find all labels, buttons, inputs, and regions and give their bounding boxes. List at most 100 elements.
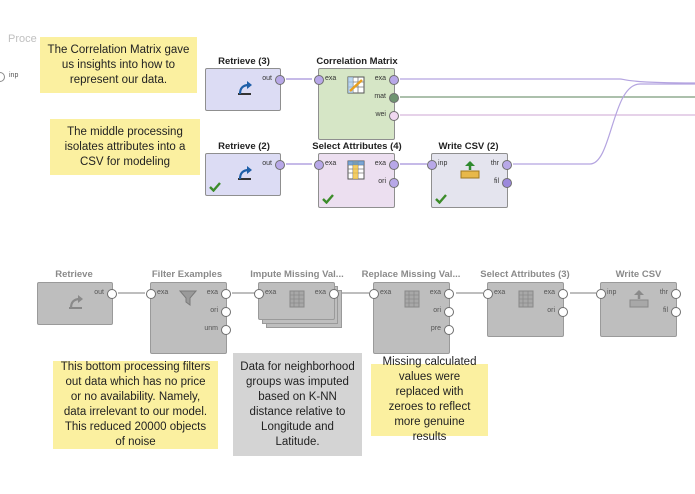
operator-retrieve-2[interactable]: out (205, 153, 285, 196)
operator-title-select-attributes-4: Select Attributes (4) (312, 141, 402, 152)
operator-write-csv[interactable]: inp thr fil (596, 282, 681, 337)
retrieve-arrow-icon (69, 295, 83, 309)
port-label-thr: thr (490, 160, 499, 167)
port-label-fil: fil (493, 178, 499, 185)
operator-retrieve-3[interactable]: out (205, 68, 285, 111)
port-label-inp: inp (438, 160, 448, 167)
port-label-out: out (262, 75, 272, 82)
table-grid-icon (404, 290, 420, 308)
port-label-out: out (94, 289, 104, 296)
process-input-port-label: inp (9, 72, 19, 79)
port-label-out: out (262, 160, 272, 167)
output-port-ori[interactable] (389, 178, 399, 188)
operator-replace-missing-values[interactable]: exa exa ori pre (369, 282, 454, 354)
write-file-icon (460, 161, 480, 179)
output-port-unm[interactable] (221, 325, 231, 335)
port-label-exa-out: exa (374, 160, 386, 167)
output-port-ori[interactable] (558, 307, 568, 317)
operator-write-csv-2[interactable]: inp thr fil (427, 153, 512, 208)
table-grid-icon (289, 290, 305, 308)
port-label-exa-out: exa (543, 289, 555, 296)
output-port-exa[interactable] (221, 289, 231, 299)
output-port-exa[interactable] (444, 289, 454, 299)
input-port-inp[interactable] (427, 160, 437, 170)
output-port-exa[interactable] (389, 75, 399, 85)
input-port-exa[interactable] (314, 75, 324, 85)
port-label-exa-in: exa (325, 160, 337, 167)
input-port-exa[interactable] (146, 289, 156, 299)
operator-title-write-csv-2: Write CSV (2) (438, 141, 499, 152)
output-port-pre[interactable] (444, 325, 454, 335)
retrieve-arrow-icon (238, 166, 252, 180)
port-label-exa-out: exa (206, 289, 218, 296)
input-port-inp[interactable] (596, 289, 606, 299)
port-label-exa-out: exa (314, 289, 326, 296)
operator-title-replace-missing-values: Replace Missing Val... (361, 269, 461, 280)
port-label-inp: inp (607, 289, 617, 296)
output-port-fil[interactable] (671, 307, 681, 317)
output-port-fil[interactable] (502, 178, 512, 188)
operator-impute-missing-values[interactable]: exa exa (254, 282, 339, 320)
input-port-exa[interactable] (254, 289, 264, 299)
port-label-ori: ori (547, 307, 555, 314)
output-port-out[interactable] (275, 160, 285, 170)
wire-correlation-exa-out (400, 78, 695, 84)
port-label-thr: thr (659, 289, 668, 296)
table-columns-icon (347, 160, 365, 180)
port-label-fil: fil (662, 307, 668, 314)
port-label-exa-in: exa (325, 75, 337, 82)
matrix-icon (347, 76, 365, 94)
operator-title-write-csv: Write CSV (615, 269, 662, 280)
checkmark-icon (435, 194, 447, 204)
note-correlation[interactable]: The Correlation Matrix gave us insights … (40, 37, 197, 93)
note-bottom-processing[interactable]: This bottom processing filters out data … (53, 361, 218, 449)
table-columns-icon (518, 290, 534, 308)
port-label-exa-out: exa (374, 75, 386, 82)
port-label-unm: unm (204, 325, 218, 332)
wire-writecsv2-out (513, 83, 695, 165)
output-port-mat[interactable] (389, 93, 399, 103)
operator-title-retrieve-2: Retrieve (2) (218, 141, 270, 152)
operator-title-retrieve-3: Retrieve (3) (218, 56, 270, 67)
port-label-exa-in: exa (157, 289, 169, 296)
output-port-exa[interactable] (389, 160, 399, 170)
port-label-exa-in: exa (265, 289, 277, 296)
input-port-exa[interactable] (369, 289, 379, 299)
note-replace-missing[interactable]: Missing calculated values were replaced … (371, 356, 488, 443)
input-port-exa[interactable] (314, 160, 324, 170)
checkmark-icon (322, 194, 334, 204)
port-label-exa-out: exa (429, 289, 441, 296)
output-port-out[interactable] (107, 289, 117, 299)
input-port-exa[interactable] (483, 289, 493, 299)
port-label-mat: mat (374, 93, 386, 100)
operator-title-retrieve: Retrieve (55, 269, 93, 280)
output-port-exa[interactable] (558, 289, 568, 299)
output-port-wei[interactable] (389, 111, 399, 121)
output-port-exa[interactable] (329, 289, 339, 299)
note-imputation[interactable]: Data for neighborhood groups was imputed… (233, 353, 362, 456)
port-label-ori: ori (433, 307, 441, 314)
port-label-pre: pre (430, 325, 441, 332)
operator-select-attributes-4[interactable]: exa exa ori (314, 153, 399, 208)
output-port-ori[interactable] (221, 307, 231, 317)
output-port-thr[interactable] (671, 289, 681, 299)
port-label-wei: wei (375, 111, 386, 118)
output-port-ori[interactable] (444, 307, 454, 317)
operator-correlation-matrix[interactable]: exa exa mat wei (314, 68, 399, 140)
output-port-thr[interactable] (502, 160, 512, 170)
process-label: Proce (8, 33, 37, 45)
note-middle-processing[interactable]: The middle processing isolates attribute… (50, 119, 200, 175)
output-port-out[interactable] (275, 75, 285, 85)
operator-select-attributes-3[interactable]: exa exa ori (483, 282, 568, 337)
operator-retrieve[interactable]: out (37, 282, 117, 325)
filter-funnel-icon (179, 290, 197, 306)
operator-filter-examples[interactable]: exa exa ori unm (146, 282, 231, 354)
retrieve-arrow-icon (238, 81, 252, 95)
port-label-ori: ori (378, 178, 386, 185)
checkmark-icon (209, 182, 221, 192)
operator-title-correlation-matrix: Correlation Matrix (316, 56, 398, 67)
port-label-exa-in: exa (380, 289, 392, 296)
port-label-exa-in: exa (494, 289, 506, 296)
operator-title-filter-examples: Filter Examples (151, 269, 223, 280)
port-label-ori: ori (210, 307, 218, 314)
